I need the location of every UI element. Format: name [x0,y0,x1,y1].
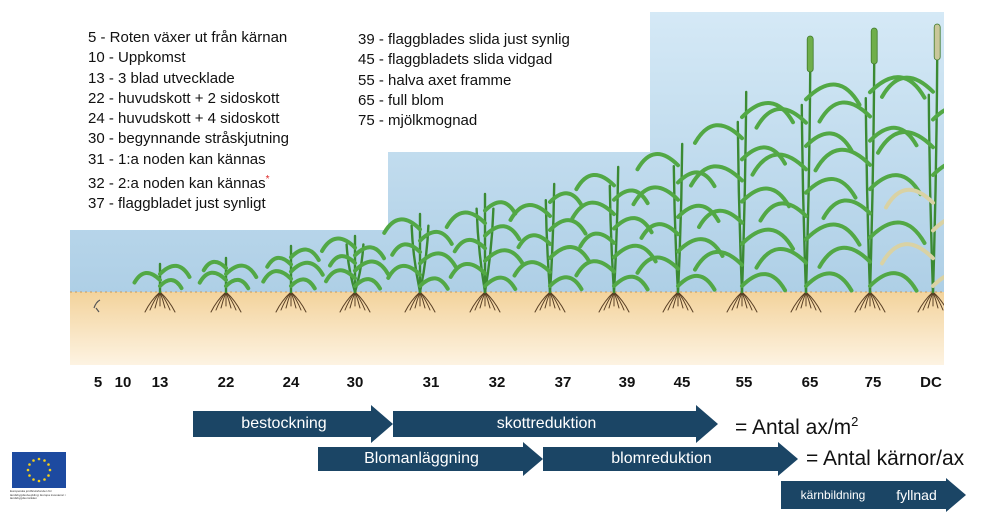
dc-label: 65 [801,374,819,391]
eu-star-icon [28,474,31,477]
eu-star-icon [37,479,41,483]
equation-ax-sup: 2 [851,414,859,429]
legend-item: 10 - Uppkomst [88,49,186,67]
arrow-shape [885,478,966,512]
asterisk-mark: * [265,174,270,186]
legend-item: 75 - mjölkmognad [358,112,478,130]
eu-flag-icon [12,452,66,488]
eu-star-icon [43,478,46,481]
dc-label: DC [920,374,942,391]
eu-star-icon [32,459,35,462]
legend-item: 55 - halva axet framme [358,71,512,89]
legend-item: 37 - flaggbladet just synligt [88,195,266,213]
plant-illustration [444,192,526,313]
legend-item: 5 - Roten växer ut från kärnan [88,29,288,46]
dc-label: 30 [346,374,364,391]
arrow-blomanlaggning: Blomanläggning [318,442,543,476]
dc-label: 32 [488,374,506,391]
plant-illustration [570,165,658,313]
arrow-label: kärnbildning [800,488,866,502]
arrow-shape [318,442,543,476]
eu-star-icon [37,457,41,461]
dc-label: 75 [864,374,882,391]
plant-illustration [813,27,927,313]
legend-right: 39 - flaggblades slida just synlig 45 - … [358,30,570,131]
plant-illustration [689,90,795,313]
dc-label: 31 [422,374,440,391]
eu-star-icon [28,463,31,466]
growth-stage-illustration [70,12,990,365]
plant-illustration [508,182,592,313]
legend-item: 22 - huvudskott + 2 sidoskott [88,89,280,107]
dc-label: 39 [618,374,636,391]
arrow-blomreduktion: blomreduktion [543,442,798,476]
plant-illustration [197,256,259,313]
dc-label: 10 [114,374,132,391]
dc-label: 37 [554,374,572,391]
legend-panel-right [388,12,650,152]
plant-illustration [132,262,192,313]
root-icon [93,299,101,313]
legend-item: 24 - huvudskott + 4 sidoskott [88,110,280,128]
arrow-shape [393,405,718,443]
legend-item-wrap: 32 - 2:a noden kan kännas* [88,170,289,194]
legend-item: 39 - flaggblades slida just synlig [358,31,570,48]
legend-item: 31 - 1:a noden kan kännas [88,150,266,168]
eu-logo-text: Europeiska jordbruksfonden för landsbygd… [10,489,66,501]
eu-star-icon [47,474,50,477]
dc-label: 5 [93,374,103,391]
equation-karnor: = Antal kärnor/ax [806,447,965,470]
legend-item: 45 - flaggbladets slida vidgad [358,51,553,69]
arrow-label: fyllnad [896,487,937,503]
eu-star-icon [32,478,35,481]
legend-panel-left [70,12,388,230]
equation-ax-text: = Antal ax/m [735,416,852,439]
plant-illustration [320,234,390,313]
legend-item: 13 - 3 blad utvecklade [88,69,235,87]
dc-label: 13 [151,374,169,391]
arrow-fyllnad: fyllnad [885,478,966,512]
arrow-karnbildning: kärnbildning [781,478,885,512]
legend-item: 30 - begynnande stråskjutning [88,130,289,148]
eu-star-icon [48,468,52,472]
legend-item: 65 - full blom [358,91,444,109]
arrow-label: Blomanläggning [364,450,479,467]
eu-star-icon [26,468,30,472]
arrow-label: blomreduktion [611,450,712,467]
plants-group [132,23,990,313]
dc-label: 55 [735,374,753,391]
arrow-shape [193,405,393,443]
arrow-label: bestockning [241,415,327,432]
dc-label: 45 [673,374,691,391]
dc-scale-row: 5 10 13 22 24 30 31 32 37 39 45 55 65 75… [0,374,999,396]
arrow-label: skottreduktion [496,415,597,432]
arrow-bestockning: bestockning [193,405,393,443]
arrow-shape [781,481,885,509]
plant-illustration [750,35,862,313]
dc-label: 24 [282,374,300,391]
arrow-skottreduktion: skottreduktion [393,405,718,443]
dc-label: 22 [217,374,235,391]
plant-illustration [261,244,325,313]
legend-left: 5 - Roten växer ut från kärnan 10 - Uppk… [88,28,289,215]
legend-item: 32 - 2:a noden kan kännas [88,175,266,193]
eu-star-icon [47,463,50,466]
plant-stages-svg [70,12,990,365]
eu-star-icon [43,459,46,462]
plant-illustration [382,212,458,313]
equation-ax: = Antal ax/m2 [735,414,858,440]
arrow-shape [543,442,798,476]
